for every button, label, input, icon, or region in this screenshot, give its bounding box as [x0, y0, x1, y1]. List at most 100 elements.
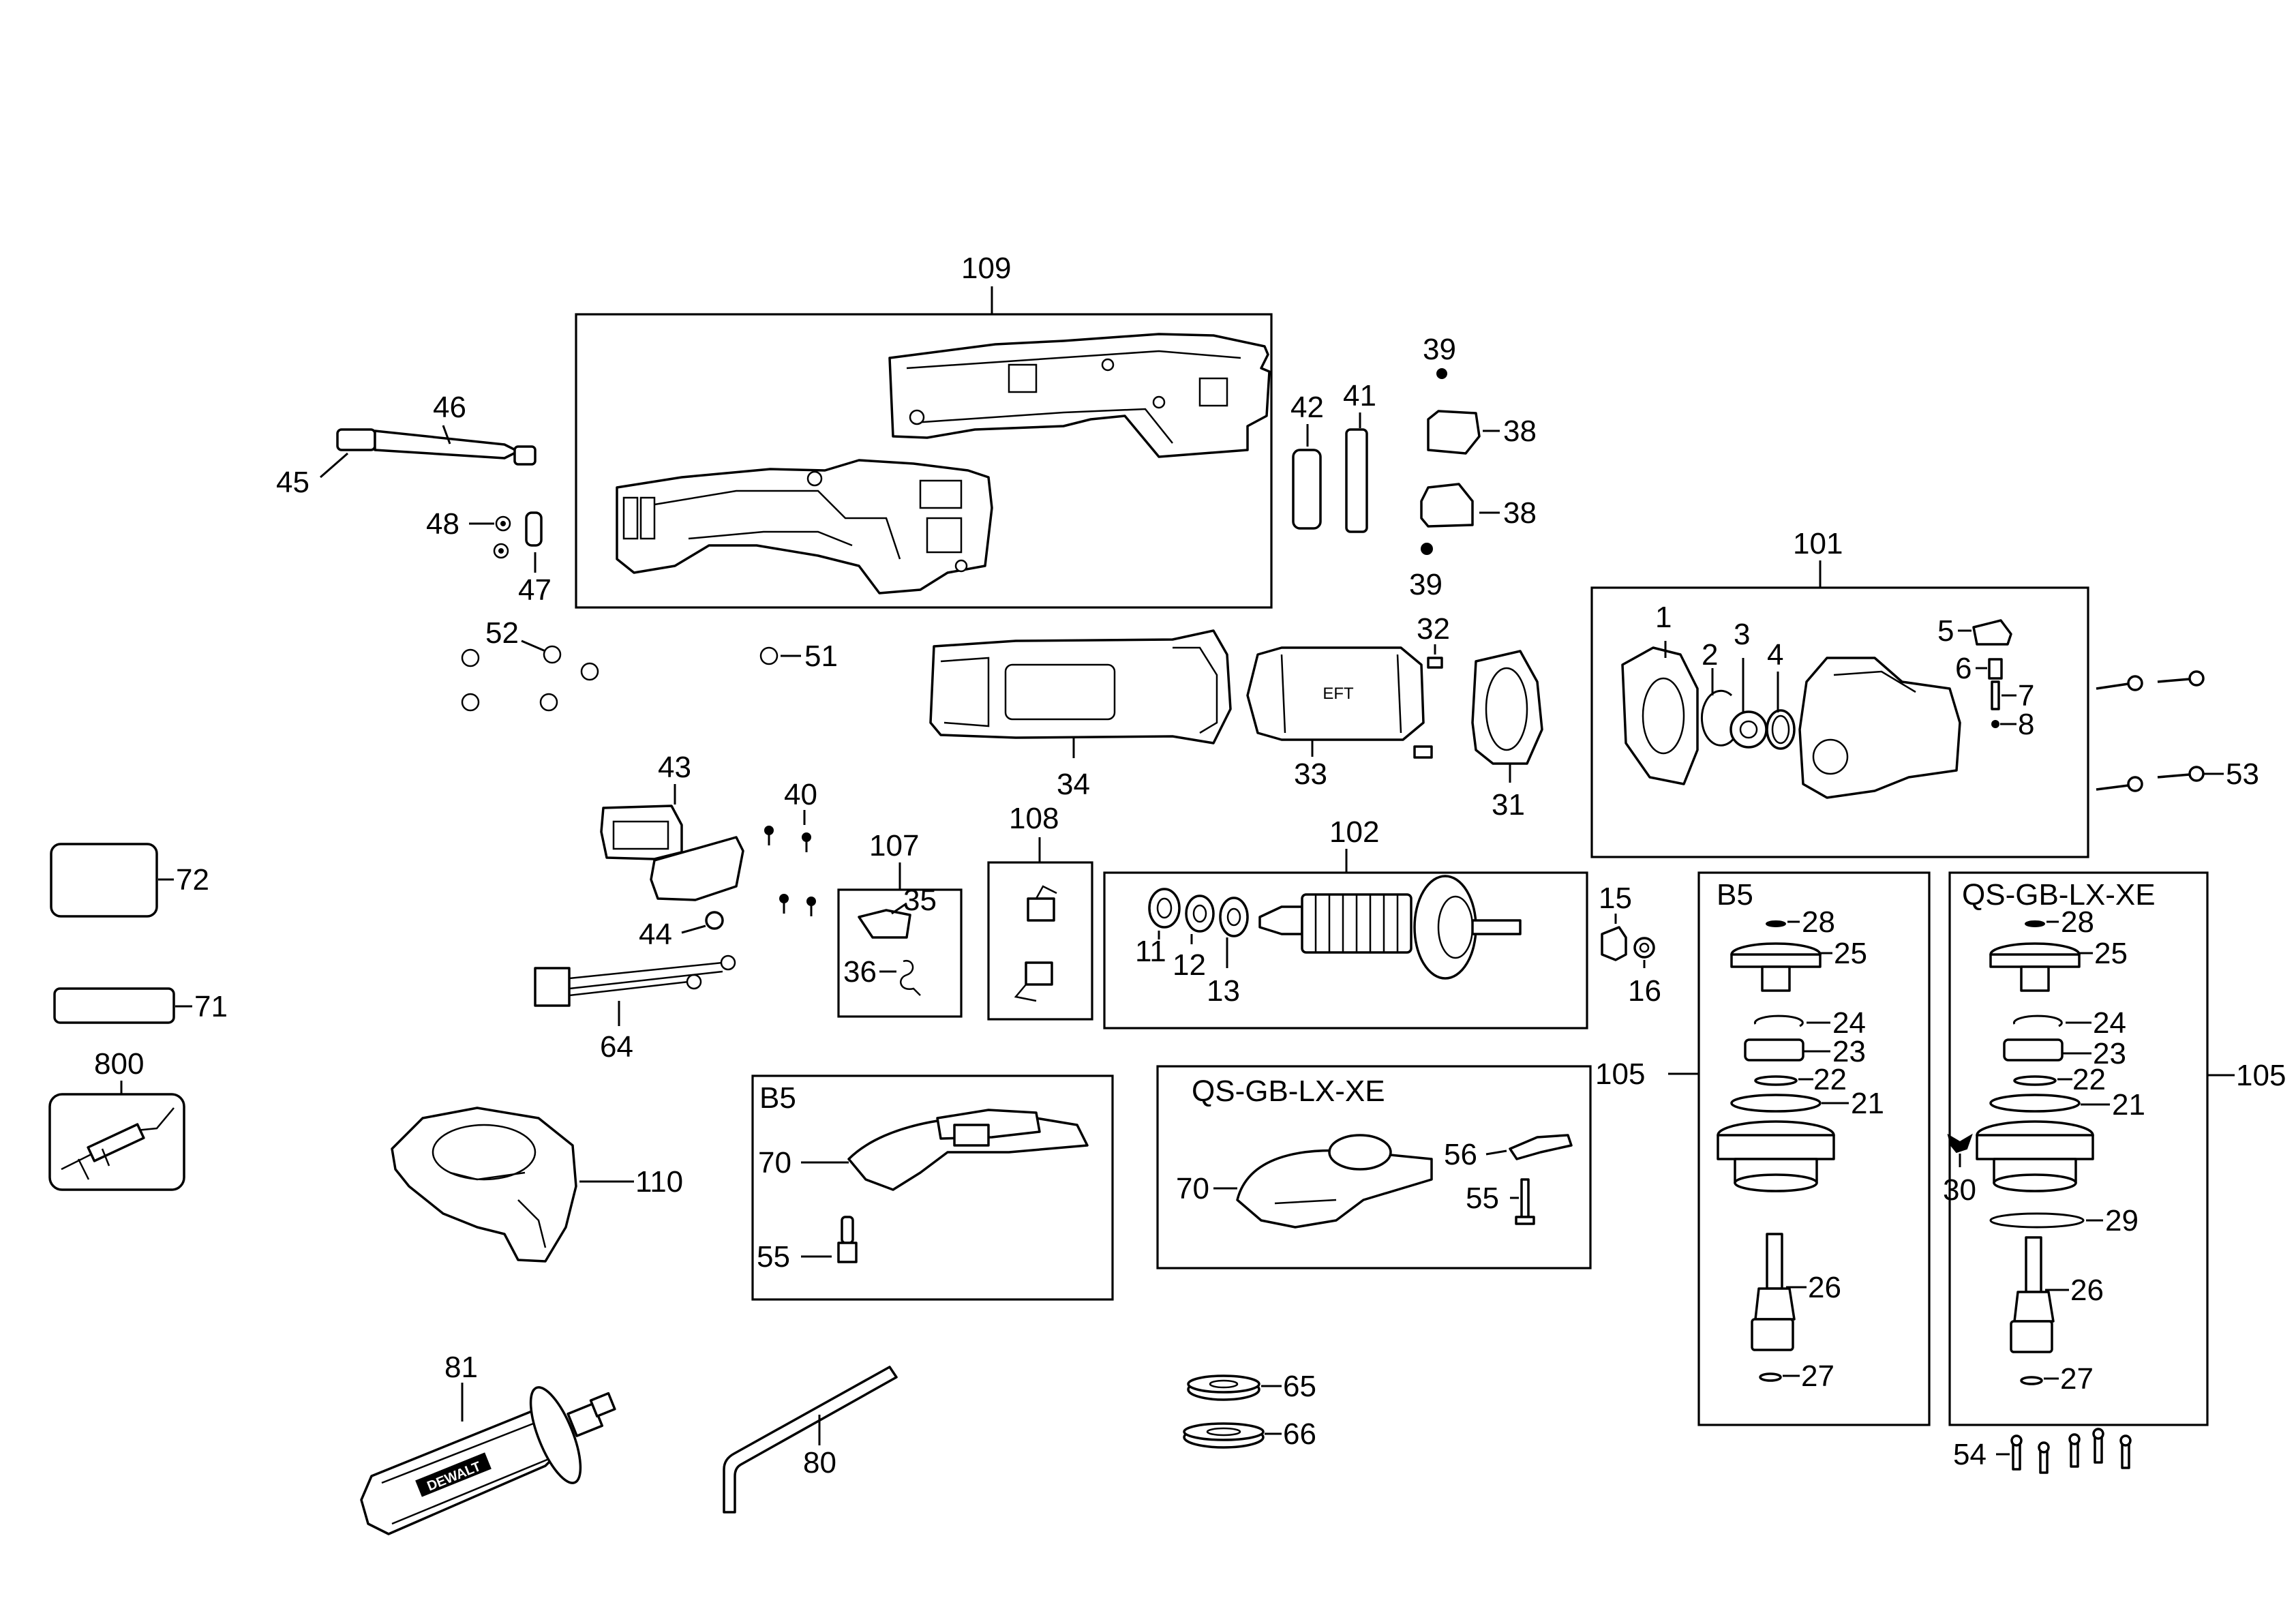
screws-40: [764, 826, 816, 916]
label-101: 101: [1793, 527, 1843, 560]
carbon-brushes-108: [1014, 885, 1057, 1002]
label-107: 107: [869, 829, 919, 862]
label-30: 30: [1943, 1173, 1976, 1207]
clip-47: [525, 511, 543, 547]
label-6: 6: [1955, 652, 1972, 685]
label-54: 54: [1953, 1438, 1987, 1471]
washer-3: [1729, 710, 1768, 749]
guard-70-b5: [847, 1109, 1089, 1191]
lever-56: [1509, 1134, 1573, 1160]
label-40: 40: [784, 778, 817, 811]
label-1: 1: [1655, 601, 1672, 634]
label-15: 15: [1599, 882, 1632, 915]
label-66: 66: [1283, 1417, 1316, 1451]
label-28a: 28: [1802, 905, 1835, 939]
label-80: 80: [803, 1446, 836, 1479]
label-71: 71: [194, 990, 228, 1023]
label-34: 34: [1057, 768, 1090, 801]
label-22a: 22: [1813, 1063, 1847, 1096]
pin-55-b5: [837, 1216, 858, 1263]
label-25b: 25: [2094, 937, 2128, 970]
label-81: 81: [444, 1351, 478, 1384]
gear-case-assembly-box-101: [1590, 586, 2089, 858]
label-38a: 38: [1503, 415, 1537, 448]
guard-qs-caption: QS-GB-LX-XE: [1192, 1074, 1385, 1108]
label-32: 32: [1417, 612, 1450, 646]
label-28b: 28: [2061, 905, 2094, 939]
clip-8: [1991, 720, 1999, 728]
rod-46: [336, 428, 537, 466]
gear-housing-qs: [1976, 1120, 2094, 1192]
label-21a: 21: [1851, 1087, 1884, 1120]
label-47: 47: [518, 573, 552, 607]
label-23b: 23: [2093, 1037, 2126, 1070]
label-105b: 105: [2236, 1059, 2286, 1092]
ring-27b: [2020, 1376, 2043, 1385]
label-800: 800: [94, 1047, 144, 1081]
washer-13: [1219, 897, 1249, 937]
o-ring-21b: [1989, 1094, 2081, 1113]
ring-27a: [1759, 1372, 1782, 1382]
bearing-23b: [2003, 1038, 2064, 1062]
label-53: 53: [2226, 757, 2259, 791]
spindle-26a: [1751, 1233, 1796, 1351]
switch-cover-42: [1292, 449, 1322, 530]
field-stator-33: EFT: [1246, 646, 1425, 741]
fan-baffle-31: [1471, 650, 1543, 765]
label-21b: 21: [2112, 1088, 2145, 1122]
lock-button-38b: [1420, 483, 1474, 528]
label-31: 31: [1492, 788, 1525, 822]
label-42: 42: [1290, 391, 1324, 424]
label-13: 13: [1207, 974, 1240, 1008]
bearing-plate-1: [1621, 646, 1699, 785]
label-22b: 22: [2072, 1063, 2106, 1096]
label-16: 16: [1628, 974, 1661, 1008]
insulator-32a: [1427, 657, 1443, 669]
label-12: 12: [1173, 948, 1206, 982]
label-38b: 38: [1503, 496, 1537, 530]
housing-assembly-box-109: [575, 313, 1273, 609]
label-36: 36: [843, 955, 877, 989]
bushing-15: [1601, 926, 1627, 961]
bearing-23a: [1744, 1038, 1804, 1062]
spindle-b5-box: [1697, 871, 1931, 1426]
guard-b5-caption: B5: [759, 1081, 796, 1115]
label-105a: 105: [1595, 1057, 1645, 1091]
switch-bar-41: [1345, 428, 1368, 533]
seal-29: [1989, 1212, 2085, 1229]
housing-half-lower: [616, 459, 993, 595]
label-11: 11: [1135, 935, 1166, 968]
label-26b: 26: [2070, 1274, 2104, 1307]
label-39a: 39: [1423, 333, 1456, 366]
label-45: 45: [276, 466, 309, 499]
brush-box-108: [987, 861, 1093, 1021]
switch-assembly-43: [600, 805, 744, 901]
screws-53: [2096, 670, 2205, 792]
spring-6: [1988, 658, 2003, 680]
spindle-qs-box: [1948, 871, 2209, 1426]
retaining-ring-2: [1701, 689, 1738, 747]
hex-key-80: [723, 1366, 898, 1514]
label-52: 52: [485, 616, 519, 650]
ring-24a: [1753, 1014, 1804, 1027]
gear-housing-b5: [1717, 1120, 1835, 1192]
bearing-11: [1148, 888, 1181, 929]
label-102: 102: [1329, 815, 1379, 849]
screws-54: [2010, 1428, 2132, 1474]
label-41: 41: [1343, 379, 1376, 412]
label-35: 35: [903, 884, 937, 917]
label-24a: 24: [1832, 1006, 1866, 1040]
brush-holder-35: [858, 909, 911, 939]
label-64: 64: [600, 1030, 633, 1064]
label-24b: 24: [2093, 1006, 2126, 1040]
nameplate-71: [53, 987, 175, 1024]
screws-48: [493, 515, 511, 559]
label-26a: 26: [1808, 1271, 1841, 1304]
o-ring-21a: [1730, 1094, 1822, 1113]
label-4: 4: [1767, 638, 1783, 672]
clip-28b: [2025, 920, 2045, 927]
clip-28a: [1766, 920, 1786, 927]
flange-25a: [1730, 942, 1822, 992]
insulator-32b: [1413, 745, 1433, 759]
